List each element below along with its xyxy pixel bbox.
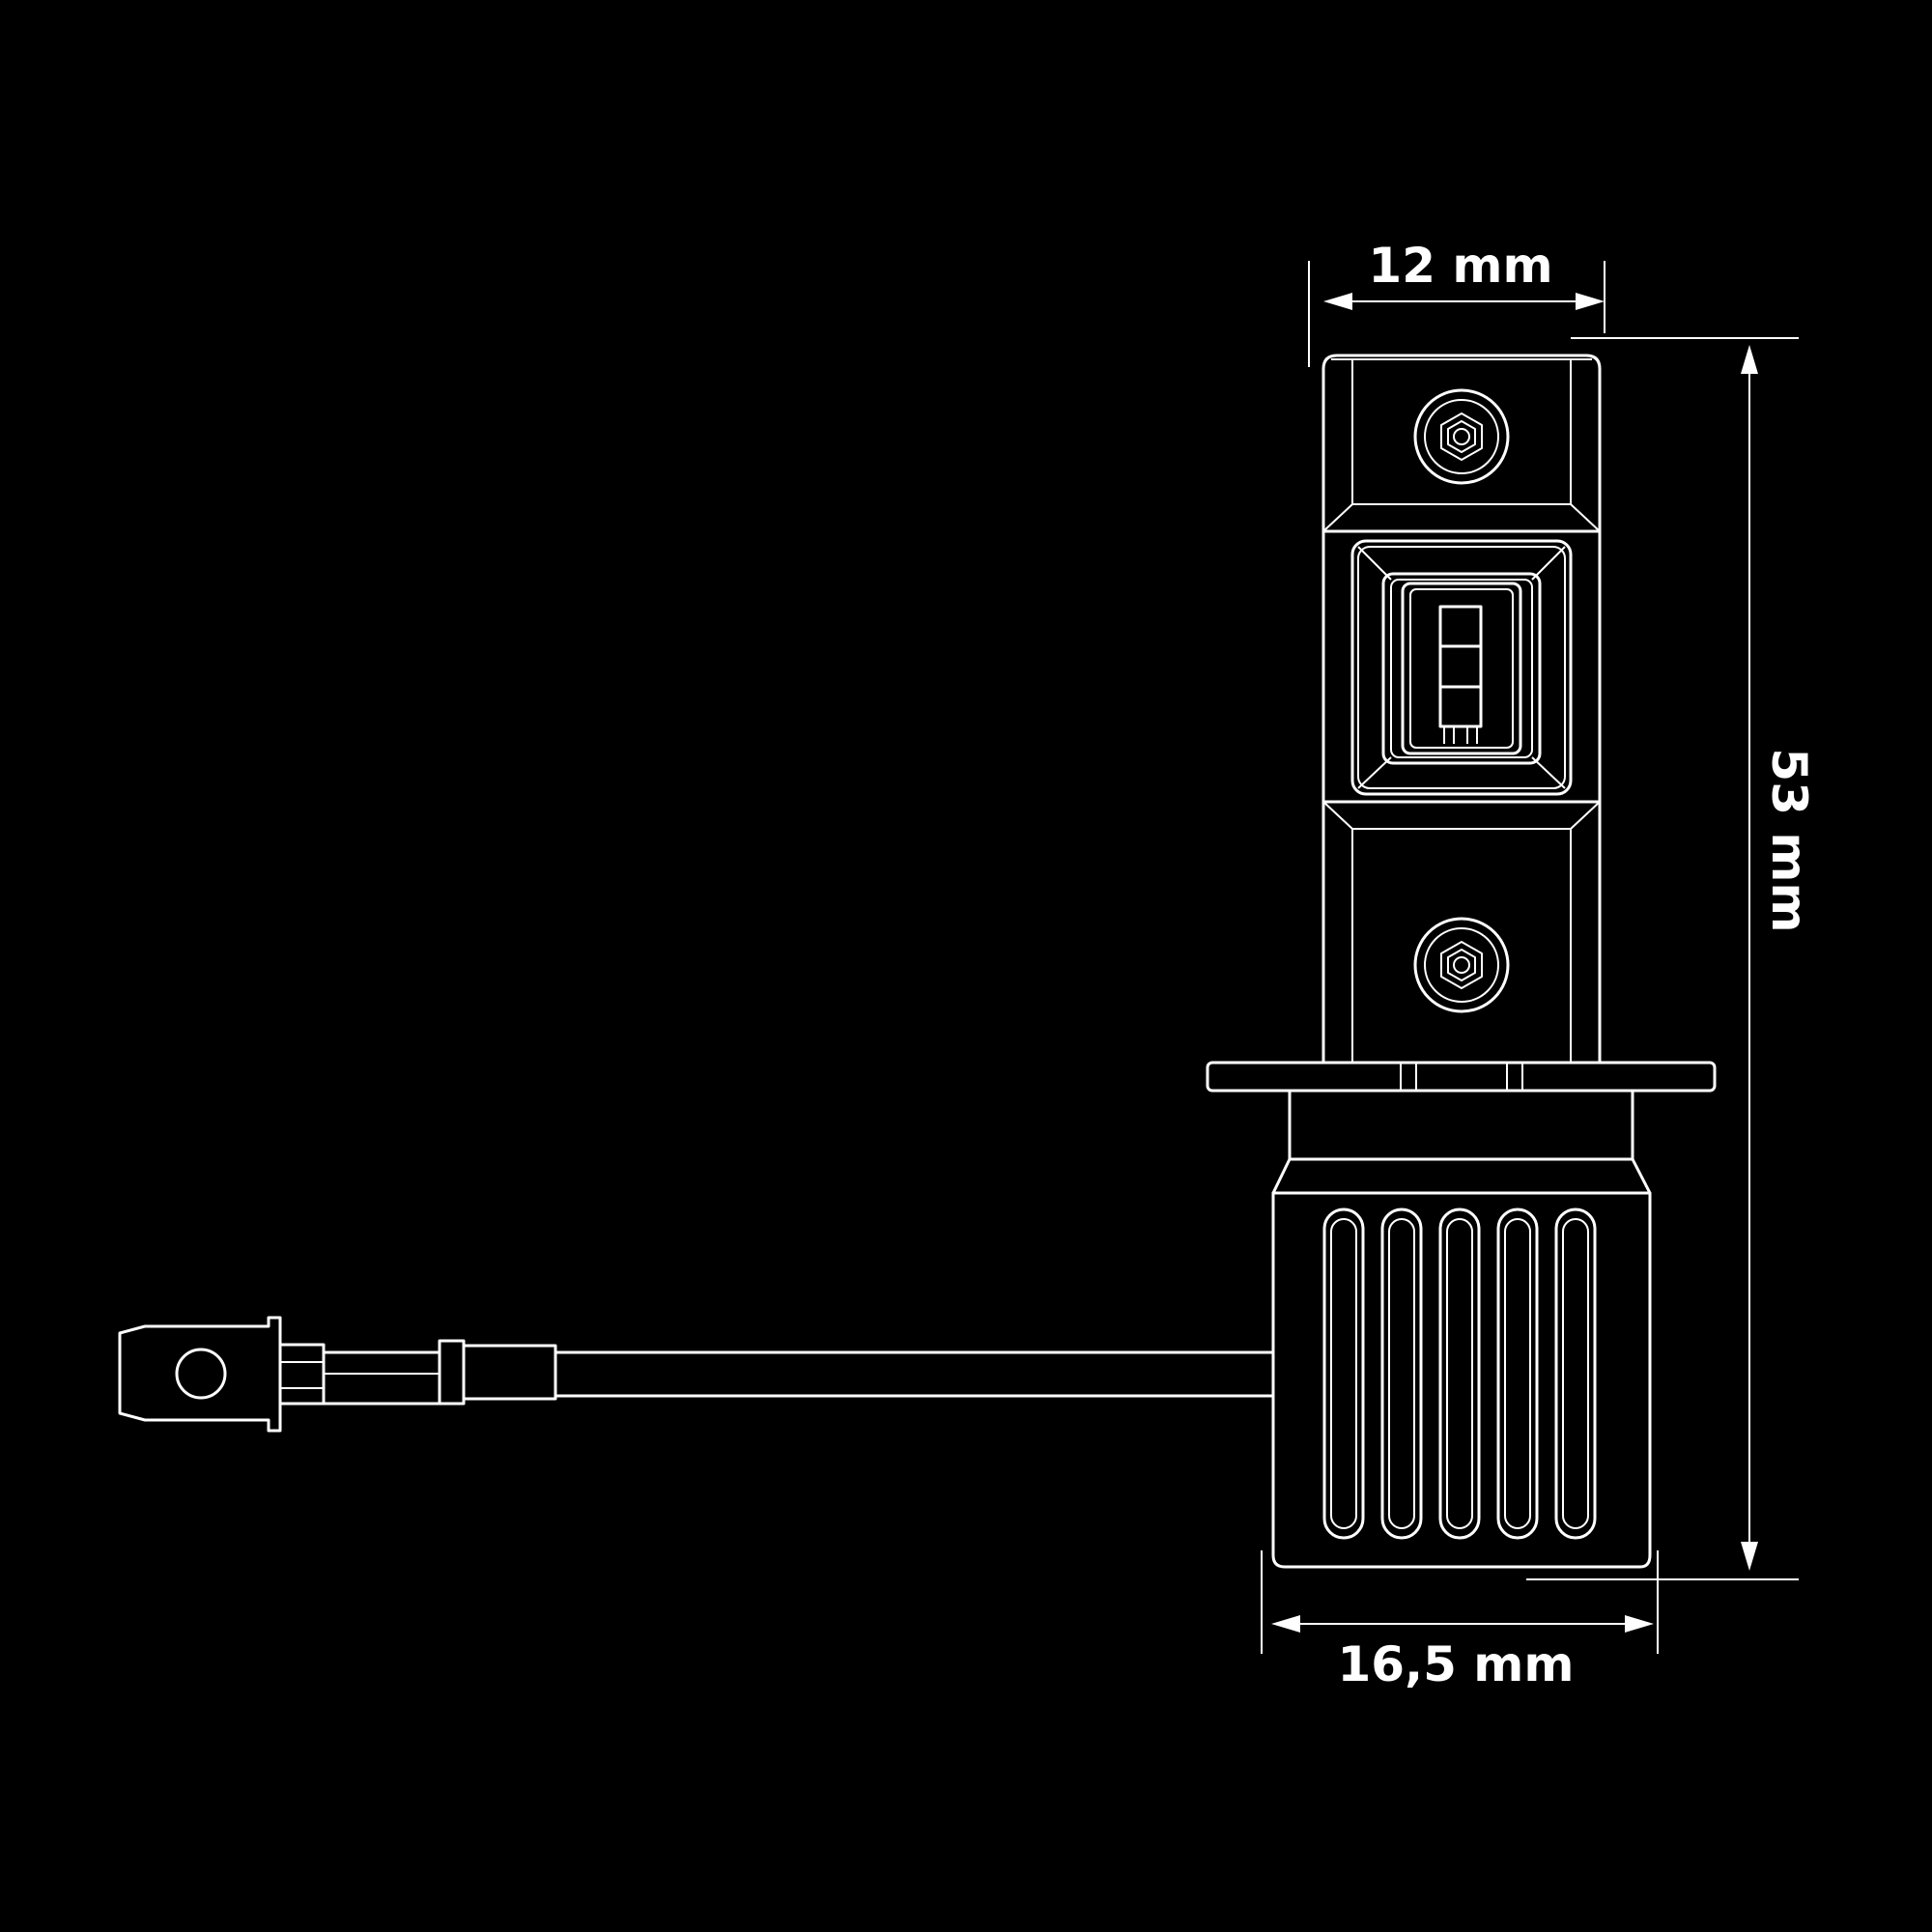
plug-neck — [278, 1343, 326, 1406]
plug-boot — [462, 1344, 557, 1401]
dimension-top-width: 12 mm — [1308, 238, 1605, 367]
dimension-height: 53 mm — [1526, 337, 1817, 1580]
dimension-label-height: 53 mm — [1761, 748, 1817, 932]
plug-sleeve — [322, 1350, 441, 1406]
dimension-label-base-width: 16,5 mm — [1338, 1636, 1575, 1692]
neck — [1288, 1089, 1634, 1161]
top-screw-icon — [1413, 388, 1510, 485]
cooling-fins — [1322, 1208, 1597, 1540]
plug-ring — [438, 1339, 466, 1406]
led-window — [1350, 539, 1573, 796]
dimension-label-top-width: 12 mm — [1368, 238, 1552, 294]
cable — [554, 1350, 1275, 1398]
head-outline — [1321, 354, 1602, 1065]
heat-sink-outline — [1271, 1157, 1652, 1569]
plug-hole — [175, 1348, 227, 1400]
led-head — [1321, 354, 1602, 1065]
bottom-screw-icon — [1413, 917, 1510, 1013]
dimension-base-width: 16,5 mm — [1261, 1550, 1659, 1692]
plug-head — [118, 1316, 282, 1433]
led-chip-frame — [1401, 582, 1522, 755]
led-chip — [1438, 605, 1483, 744]
connector-plug — [118, 1316, 557, 1433]
mounting-flange — [1206, 1061, 1717, 1093]
heat-sink — [1271, 1157, 1652, 1569]
